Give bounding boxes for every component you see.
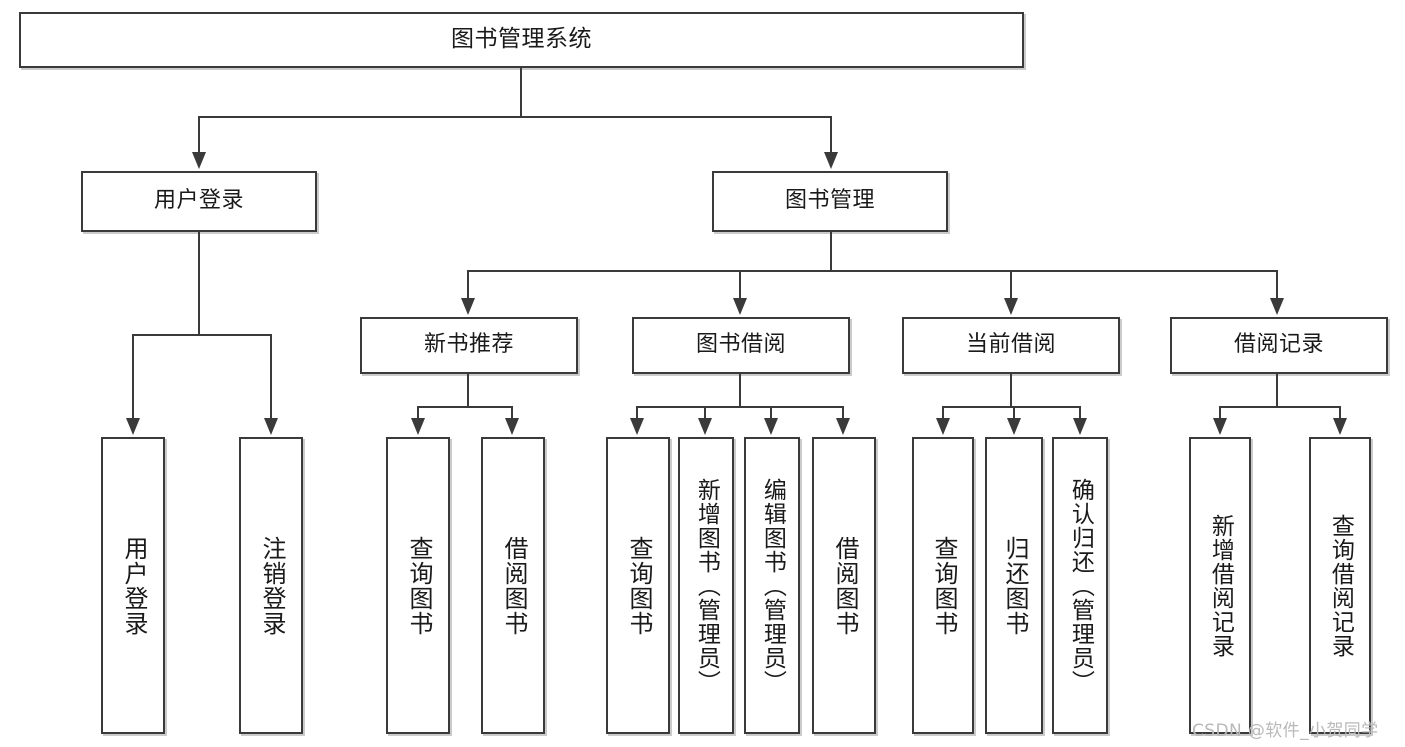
connector-current-bus xyxy=(942,406,1080,408)
leaf-query-books-borrow[interactable]: 查询图书 xyxy=(606,437,670,734)
connector-newbooks-to-leaf-2 xyxy=(511,406,513,420)
leaf-confirm-return-admin[interactable]: 确认归还（管理员） xyxy=(1052,437,1108,734)
arrowhead-bookmgmt-to-records xyxy=(1270,298,1284,315)
node-label: 当前借阅 xyxy=(965,332,1056,358)
node-user-login[interactable]: 用户登录 xyxy=(81,171,317,232)
node-label: 借阅图书 xyxy=(499,535,528,636)
connector-records-bus xyxy=(1219,406,1341,408)
node-label: 新增借阅记录 xyxy=(1207,513,1234,658)
connector-borrow-bus xyxy=(636,406,842,408)
connector-login-to-leaf-2 xyxy=(270,334,272,420)
connector-root-to-bookmgmt xyxy=(830,116,832,154)
leaf-user-login[interactable]: 用户登录 xyxy=(101,437,165,734)
connector-bookmgmt-stem xyxy=(830,232,832,272)
connector-bookmgmt-to-current xyxy=(1010,270,1012,300)
connector-login-to-leaf-1 xyxy=(132,334,134,420)
connector-records-to-leaf-2 xyxy=(1339,406,1341,420)
node-label: 用户登录 xyxy=(119,535,148,636)
node-book-borrow[interactable]: 图书借阅 xyxy=(632,317,850,374)
connector-newbooks-stem xyxy=(467,374,469,408)
connector-login-stem xyxy=(198,232,200,335)
arrowhead-current-to-leaf-3 xyxy=(1073,418,1087,435)
node-book-management[interactable]: 图书管理 xyxy=(712,171,948,232)
node-label: 查询图书 xyxy=(404,535,433,636)
arrowhead-borrow-to-leaf-3 xyxy=(764,418,778,435)
leaf-edit-book-admin[interactable]: 编辑图书（管理员） xyxy=(744,437,800,734)
connector-root-bus xyxy=(198,116,832,118)
connector-current-to-leaf-1 xyxy=(942,406,944,420)
leaf-return-books[interactable]: 归还图书 xyxy=(985,437,1043,734)
leaf-add-book-admin[interactable]: 新增图书（管理员） xyxy=(678,437,734,734)
connector-root-to-login xyxy=(198,116,200,154)
node-label: 用户登录 xyxy=(153,188,244,214)
node-label: 查询图书 xyxy=(929,535,958,636)
node-new-book-recommend[interactable]: 新书推荐 xyxy=(360,317,578,374)
node-label: 注销登录 xyxy=(257,535,286,636)
arrowhead-newbooks-to-leaf-1 xyxy=(411,418,425,435)
arrowhead-bookmgmt-to-borrow xyxy=(733,298,747,315)
arrowhead-records-to-leaf-1 xyxy=(1213,418,1227,435)
leaf-query-books-current[interactable]: 查询图书 xyxy=(912,437,974,734)
arrowhead-borrow-to-leaf-1 xyxy=(630,418,644,435)
arrowhead-records-to-leaf-2 xyxy=(1333,418,1347,435)
node-label: 借阅记录 xyxy=(1233,332,1324,358)
connector-newbooks-to-leaf-1 xyxy=(417,406,419,420)
leaf-borrow-books-newbooks[interactable]: 借阅图书 xyxy=(481,437,545,734)
node-label: 确认归还（管理员） xyxy=(1067,477,1094,694)
arrowhead-login-to-leaf-2 xyxy=(264,418,278,435)
arrowhead-root-to-login xyxy=(192,152,206,169)
connector-borrow-stem xyxy=(739,374,741,408)
arrowhead-borrow-to-leaf-2 xyxy=(698,418,712,435)
connector-newbooks-bus xyxy=(417,406,513,408)
arrowhead-current-to-leaf-2 xyxy=(1007,418,1021,435)
connector-borrow-to-leaf-3 xyxy=(770,406,772,420)
leaf-query-books-newbooks[interactable]: 查询图书 xyxy=(386,437,450,734)
connector-records-to-leaf-1 xyxy=(1219,406,1221,420)
connector-bookmgmt-to-borrow xyxy=(739,270,741,300)
arrowhead-bookmgmt-to-newbooks xyxy=(461,298,475,315)
connector-records-stem xyxy=(1276,374,1278,408)
node-label: 查询图书 xyxy=(624,535,653,636)
node-borrow-records[interactable]: 借阅记录 xyxy=(1170,317,1388,374)
connector-bookmgmt-bus xyxy=(467,270,1278,272)
connector-bookmgmt-to-newbooks xyxy=(467,270,469,300)
connector-borrow-to-leaf-1 xyxy=(636,406,638,420)
connector-root-stem xyxy=(520,68,522,117)
connector-borrow-to-leaf-4 xyxy=(842,406,844,420)
node-label: 图书借阅 xyxy=(695,332,786,358)
connector-current-stem xyxy=(1010,374,1012,408)
connector-current-to-leaf-2 xyxy=(1013,406,1015,420)
node-label: 查询借阅记录 xyxy=(1327,513,1354,658)
node-label: 新书推荐 xyxy=(423,332,514,358)
node-label: 图书管理 xyxy=(784,188,875,214)
node-label: 归还图书 xyxy=(1000,535,1029,636)
node-label: 新增图书（管理员） xyxy=(693,477,720,694)
node-root-system[interactable]: 图书管理系统 xyxy=(19,12,1024,68)
node-label: 编辑图书（管理员） xyxy=(759,477,786,694)
node-label: 借阅图书 xyxy=(830,535,859,636)
connector-bookmgmt-to-records xyxy=(1276,270,1278,300)
leaf-logout[interactable]: 注销登录 xyxy=(239,437,303,734)
leaf-borrow-books-borrow[interactable]: 借阅图书 xyxy=(812,437,876,734)
connector-login-bus xyxy=(132,334,272,336)
node-current-borrow[interactable]: 当前借阅 xyxy=(902,317,1120,374)
arrowhead-bookmgmt-to-current xyxy=(1004,298,1018,315)
arrowhead-current-to-leaf-1 xyxy=(936,418,950,435)
arrowhead-newbooks-to-leaf-2 xyxy=(505,418,519,435)
connector-current-to-leaf-3 xyxy=(1079,406,1081,420)
arrowhead-login-to-leaf-1 xyxy=(126,418,140,435)
arrowhead-root-to-bookmgmt xyxy=(824,152,838,169)
watermark-text: CSDN @软件_小贺同学 xyxy=(1192,721,1379,741)
leaf-query-borrow-record[interactable]: 查询借阅记录 xyxy=(1309,437,1371,734)
leaf-add-borrow-record[interactable]: 新增借阅记录 xyxy=(1189,437,1251,734)
connector-borrow-to-leaf-2 xyxy=(704,406,706,420)
arrowhead-borrow-to-leaf-4 xyxy=(836,418,850,435)
node-label: 图书管理系统 xyxy=(451,26,592,53)
